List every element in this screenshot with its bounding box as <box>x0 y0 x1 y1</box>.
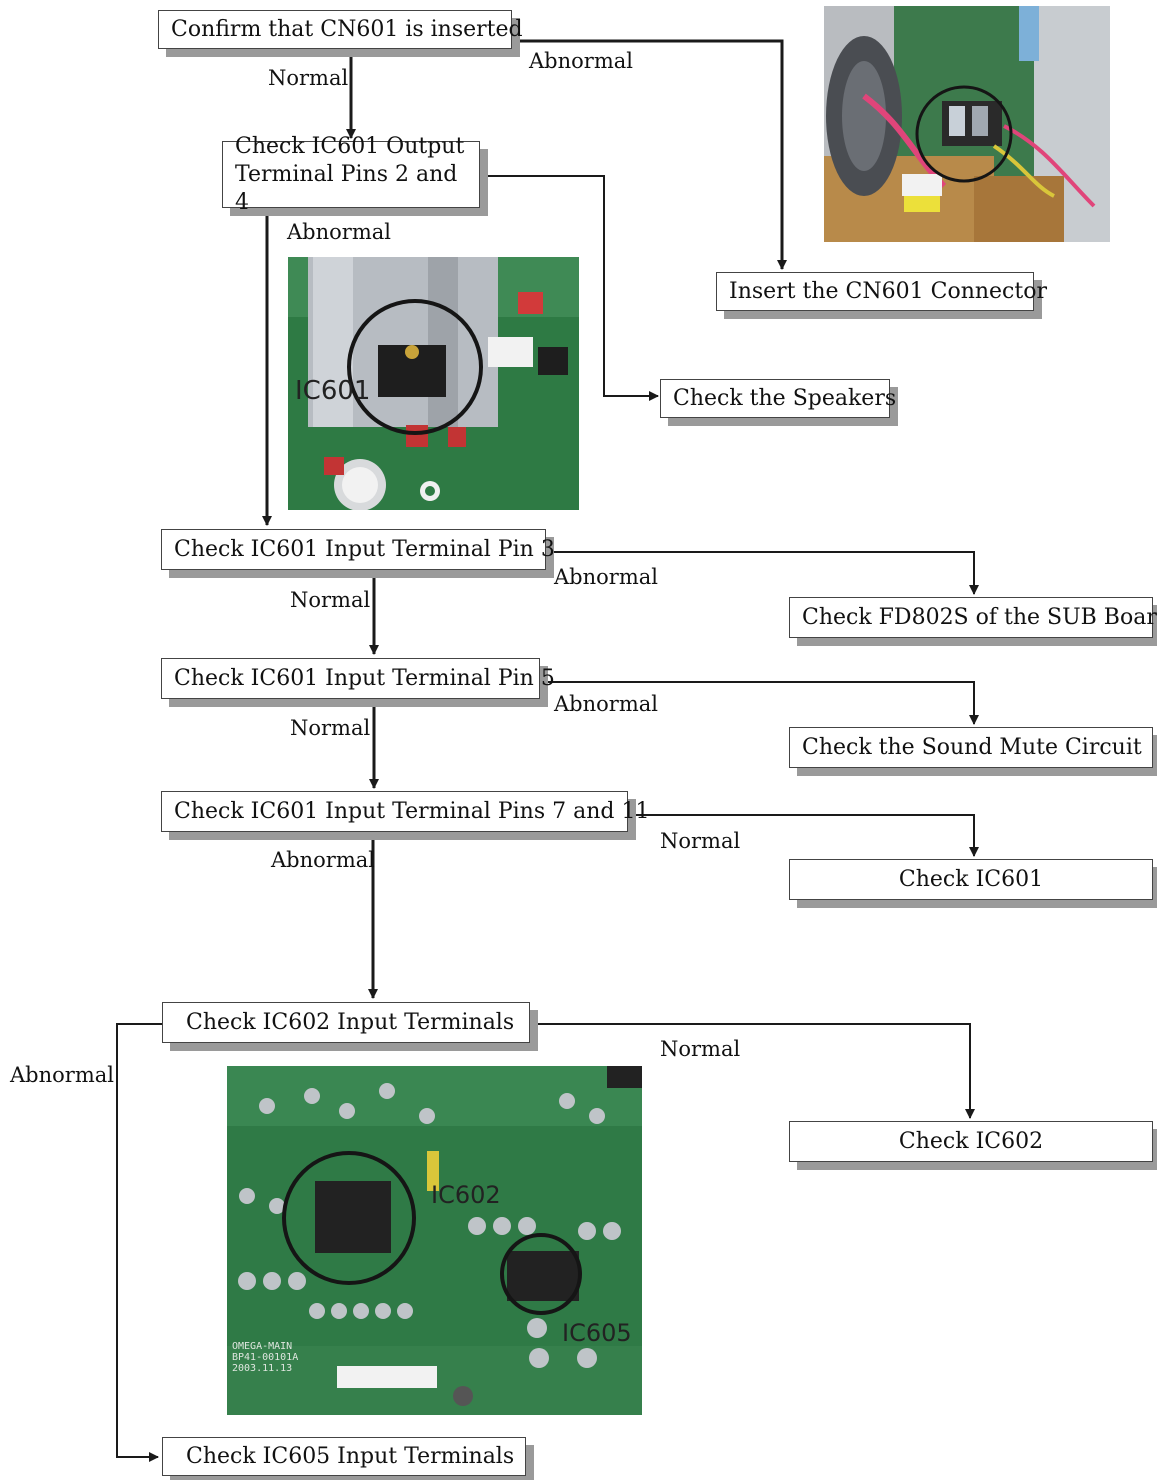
edge-label-normal: Normal <box>268 66 348 90</box>
photo-ic602-ic605: IC602 IC605 OMEGA-MAIN BP41-00101A 2003.… <box>227 1066 642 1415</box>
edge-label-normal: Normal <box>290 716 370 740</box>
edge-confirm-to-insert <box>512 41 782 269</box>
node-check-mute-circuit: Check the Sound Mute Circuit <box>789 727 1153 768</box>
edge-label-abnormal: Abnormal <box>271 848 375 872</box>
node-check-ic602-inputs: Check IC602 Input Terminals <box>162 1002 530 1043</box>
ic602-photo-label: IC602 <box>431 1181 501 1209</box>
node-check-ic601-output-line1: Check IC601 Output <box>235 133 464 161</box>
edge-label-abnormal: Abnormal <box>10 1063 114 1087</box>
node-check-pins-7-11: Check IC601 Input Terminal Pins 7 and 11 <box>161 791 628 832</box>
edge-ic602in-to-ic605in <box>117 1024 162 1457</box>
node-check-ic601: Check IC601 <box>789 859 1153 900</box>
node-insert-cn601: Insert the CN601 Connector <box>716 272 1034 311</box>
edge-label-abnormal: Abnormal <box>554 692 658 716</box>
node-check-ic605-inputs: Check IC605 Input Terminals <box>162 1437 526 1476</box>
ic601-photo-label: IC601 <box>295 376 370 406</box>
edge-label-normal: Normal <box>660 829 740 853</box>
node-check-speakers: Check the Speakers <box>660 379 890 418</box>
node-check-pin3: Check IC601 Input Terminal Pin 3 <box>161 529 546 570</box>
node-check-ic601-output-line2: Terminal Pins 2 and 4 <box>235 161 467 217</box>
node-check-pin5: Check IC601 Input Terminal Pin 5 <box>161 658 540 699</box>
edge-label-abnormal: Abnormal <box>529 49 633 73</box>
board-silk-3: 2003.11.13 <box>232 1363 292 1374</box>
photo-ic601: IC601 <box>288 257 579 510</box>
board-silk-1: OMEGA-MAIN <box>232 1341 292 1352</box>
edge-label-abnormal: Abnormal <box>287 220 391 244</box>
node-check-ic602: Check IC602 <box>789 1121 1153 1162</box>
node-check-ic601-output: Check IC601 Output Terminal Pins 2 and 4 <box>222 141 480 208</box>
photo-cn601-connector <box>824 6 1110 242</box>
node-confirm-cn601: Confirm that CN601 is inserted <box>158 10 512 49</box>
ic605-photo-label: IC605 <box>562 1319 632 1347</box>
node-check-fd802s: Check FD802S of the SUB Board <box>789 597 1153 638</box>
edge-label-normal: Normal <box>290 588 370 612</box>
edge-label-normal: Normal <box>660 1037 740 1061</box>
edge-label-abnormal: Abnormal <box>554 565 658 589</box>
board-silk-2: BP41-00101A <box>232 1352 298 1363</box>
